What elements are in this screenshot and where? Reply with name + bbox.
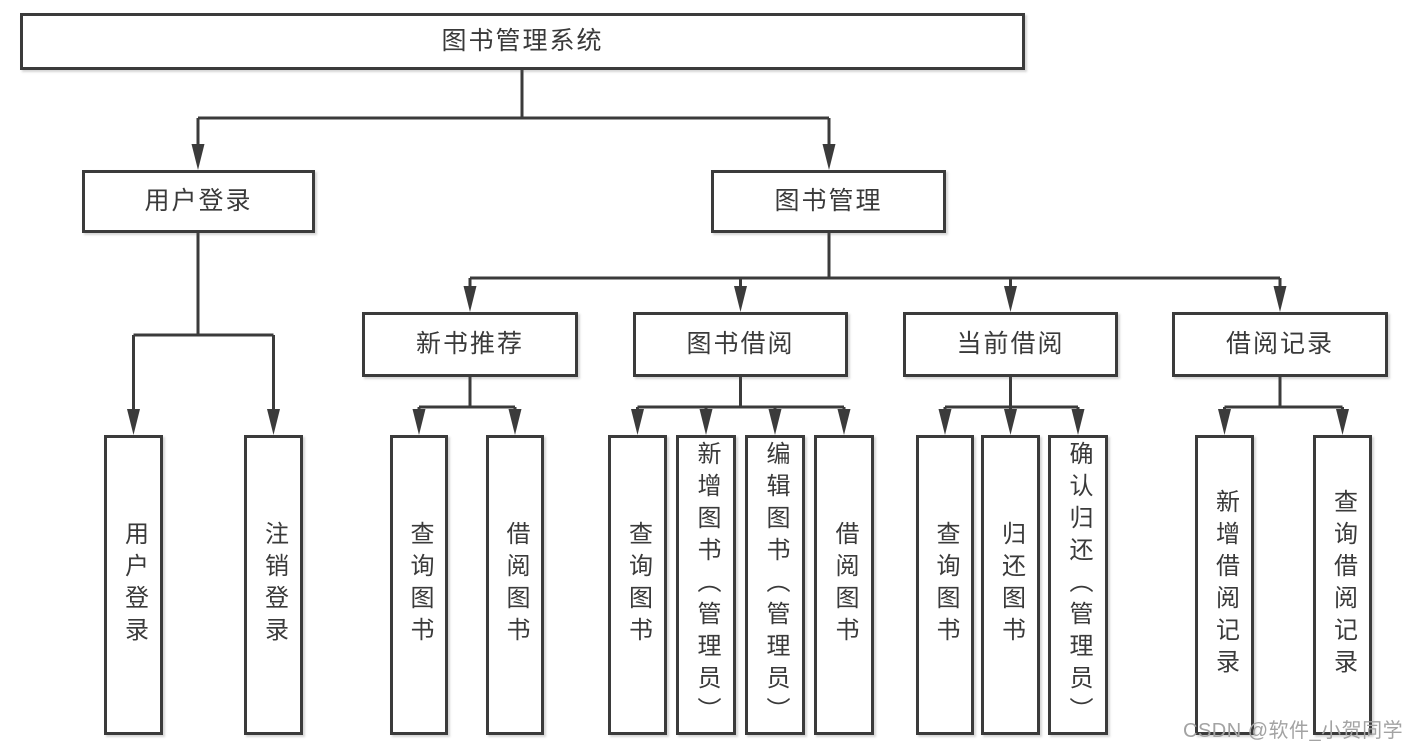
leaf-user-login: 用户登录 [104, 435, 163, 735]
leaf-edit-books-admin: 编辑图书（管理员） [745, 435, 805, 735]
leaf-logout: 注销登录 [244, 435, 303, 735]
arrowhead [1071, 409, 1085, 435]
leaf-return-books: 归还图书 [981, 435, 1040, 735]
connector-new-book-children [412, 375, 522, 435]
node-borrow-records: 借阅记录 [1172, 312, 1388, 377]
arrowhead [127, 409, 140, 435]
node-user-login-module: 用户登录 [82, 170, 315, 233]
connector-root-to-level2 [191, 68, 836, 170]
connector-borrow-records-children [1218, 375, 1349, 435]
leaf-borrow-books-2: 借阅图书 [814, 435, 874, 735]
node-new-book-recommend: 新书推荐 [362, 312, 578, 377]
arrowhead [267, 409, 280, 435]
leaf-borrow-books-1: 借阅图书 [486, 435, 544, 735]
node-current-borrow: 当前借阅 [903, 312, 1118, 377]
arrowhead [938, 409, 952, 435]
arrowhead [1336, 409, 1349, 435]
arrowhead [1273, 286, 1287, 312]
arrowhead [1004, 409, 1017, 435]
arrowhead [822, 144, 836, 170]
arrowhead [699, 409, 713, 435]
arrowhead [1004, 286, 1017, 312]
arrowhead [734, 286, 747, 312]
connector-book-management-children [463, 231, 1287, 312]
leaf-query-books-3: 查询图书 [916, 435, 974, 735]
arrowhead [508, 409, 522, 435]
csdn-watermark: CSDN @软件_小贺同学 [1183, 720, 1404, 742]
leaf-confirm-return-admin: 确认归还（管理员） [1048, 435, 1108, 735]
leaf-query-borrow-record: 查询借阅记录 [1313, 435, 1372, 735]
node-root-system: 图书管理系统 [20, 13, 1025, 70]
arrowhead [463, 286, 477, 312]
arrowhead [631, 409, 644, 435]
leaf-query-books-2: 查询图书 [608, 435, 667, 735]
arrowhead [1218, 409, 1231, 435]
connector-current-borrow-children [938, 375, 1085, 435]
connector-user-login-children [127, 231, 280, 435]
arrowhead [837, 409, 851, 435]
node-book-borrow: 图书借阅 [633, 312, 848, 377]
leaf-add-borrow-record: 新增借阅记录 [1195, 435, 1254, 735]
arrowhead [191, 144, 205, 170]
connector-book-borrow-children [631, 375, 851, 435]
arrowhead [412, 409, 426, 435]
node-book-management-module: 图书管理 [711, 170, 946, 233]
leaf-query-books-1: 查询图书 [390, 435, 448, 735]
leaf-add-books-admin: 新增图书（管理员） [676, 435, 736, 735]
arrowhead [768, 409, 782, 435]
